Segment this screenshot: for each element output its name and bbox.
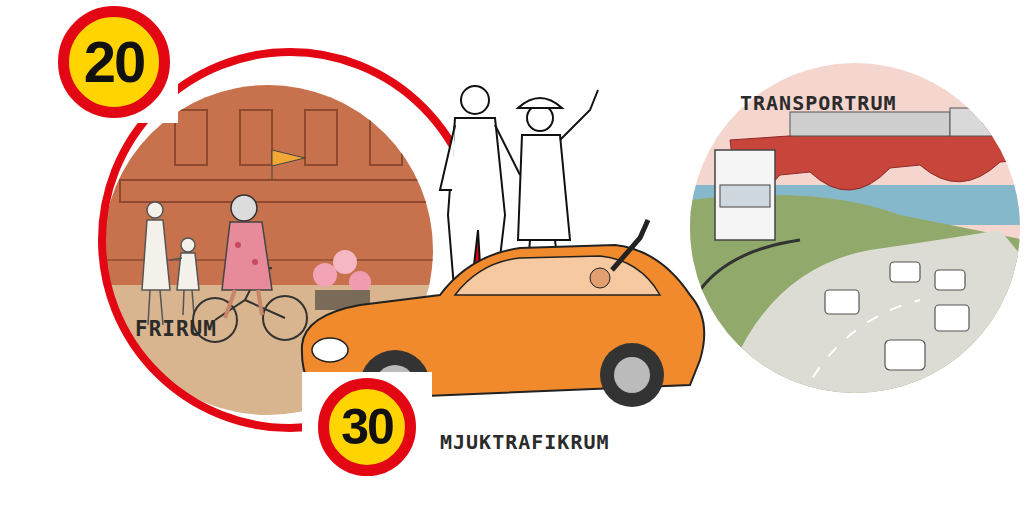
sign-plate (45, 3, 178, 123)
speed-limit: 20 (84, 33, 145, 91)
transportrum-scene (690, 60, 1025, 400)
speed-limit-sign: 20 (58, 6, 170, 118)
speed-limit-sign: 30 (318, 378, 416, 476)
zone-circle: FRIRUM (103, 85, 433, 415)
zone-name: FRIRUM (135, 317, 217, 341)
zone-name: TRANSPORTRUM (740, 91, 897, 115)
flowers (313, 250, 371, 310)
zone-circle: TRANSPORTRUM (690, 63, 1020, 393)
sign-plate (302, 372, 432, 478)
speed-limit: 30 (341, 402, 393, 452)
zone-label: MJUKTRAFIKRUM (440, 430, 610, 454)
